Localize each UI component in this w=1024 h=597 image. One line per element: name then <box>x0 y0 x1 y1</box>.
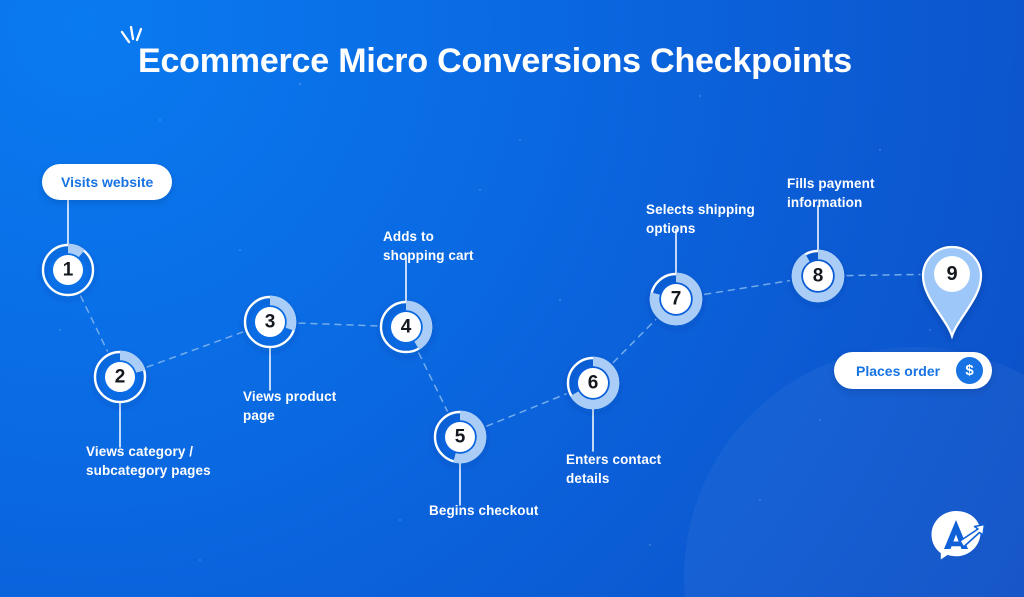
node-inner-disc-7 <box>661 284 691 314</box>
node-inner-disc-2 <box>105 362 135 392</box>
node-number-2: 2 <box>115 367 126 388</box>
node-inner-disc-5 <box>445 422 475 452</box>
step-label-8: Fills payment information <box>787 176 875 211</box>
step-label-5: Begins checkout <box>429 503 539 518</box>
checkpoint-node-7[interactable]: 7 <box>649 272 703 326</box>
step-label-6: Enters contact details <box>566 452 662 487</box>
checkpoint-node-2[interactable]: 2 <box>93 350 147 404</box>
node-number-9: 9 <box>946 263 957 285</box>
step-label-2: Views category / subcategory pages <box>86 444 211 479</box>
node-number-8: 8 <box>813 266 824 287</box>
checkpoint-node-1[interactable]: 1 <box>41 243 95 297</box>
sparkle-icon <box>120 25 143 44</box>
brand-a-arrow-logo <box>931 511 986 560</box>
node-progress-arc-5 <box>453 410 487 464</box>
node-inner-disc-9 <box>934 256 970 292</box>
connector-7-to-8 <box>703 279 791 296</box>
step-label-4: Adds to shopping cart <box>383 229 474 264</box>
dollar-icon: $ <box>956 357 984 384</box>
visits-website-pill-label: Visits website <box>61 174 154 190</box>
node-progress-arc-2 <box>119 350 146 374</box>
node-number-7: 7 <box>671 289 682 310</box>
node-number-6: 6 <box>588 373 599 394</box>
node-progress-arc-3 <box>269 295 297 331</box>
checkpoint-node-5[interactable]: 5 <box>433 410 487 464</box>
checkpoint-node-4[interactable]: 4 <box>379 300 433 354</box>
connector-3-to-4 <box>298 322 378 327</box>
checkpoint-node-6[interactable]: 6 <box>566 356 620 410</box>
node-progress-arc-1 <box>67 243 85 258</box>
node-number-3: 3 <box>265 312 276 333</box>
node-number-1: 1 <box>63 260 74 281</box>
node-progress-arc-8 <box>791 249 845 303</box>
connector-2-to-3 <box>146 331 244 368</box>
connector-4-to-5 <box>418 352 448 412</box>
page-title: Ecommerce Micro Conversions Checkpoints <box>138 42 852 80</box>
node-inner-disc-4 <box>391 312 421 342</box>
node-inner-disc-3 <box>255 307 285 337</box>
checkpoint-node-9[interactable]: 9 <box>921 245 983 340</box>
places-order-pill-label: Places order <box>856 362 941 379</box>
step-label-3: Views product page <box>243 389 337 424</box>
places-order-pill[interactable]: Places order $ <box>834 352 993 389</box>
node-progress-arc-4 <box>405 300 433 350</box>
checkpoint-node-8[interactable]: 8 <box>791 249 845 303</box>
node-progress-arc-6 <box>570 356 620 410</box>
node-inner-disc-6 <box>578 368 608 398</box>
label-stem-layer <box>67 195 819 506</box>
node-inner-disc-8 <box>803 261 833 291</box>
visits-website-pill[interactable]: Visits website <box>42 164 173 200</box>
node-number-4: 4 <box>401 317 412 338</box>
checkpoint-node-3[interactable]: 3 <box>243 295 297 349</box>
node-number-5: 5 <box>455 427 466 448</box>
node-progress-arc-7 <box>649 272 703 326</box>
title-block: Ecommerce Micro Conversions Checkpoints <box>120 25 852 80</box>
connector-5-to-6 <box>486 393 567 427</box>
node-inner-disc-1 <box>53 255 83 285</box>
checkpoint-node-layer: 1 2 3 4 5 6 7 8 9 <box>41 243 983 464</box>
connector-layer <box>79 273 921 427</box>
step-label-7: Selects shipping options <box>646 202 755 237</box>
connector-8-to-9 <box>846 273 921 277</box>
connector-1-to-2 <box>79 295 109 352</box>
connector-6-to-7 <box>612 318 657 364</box>
